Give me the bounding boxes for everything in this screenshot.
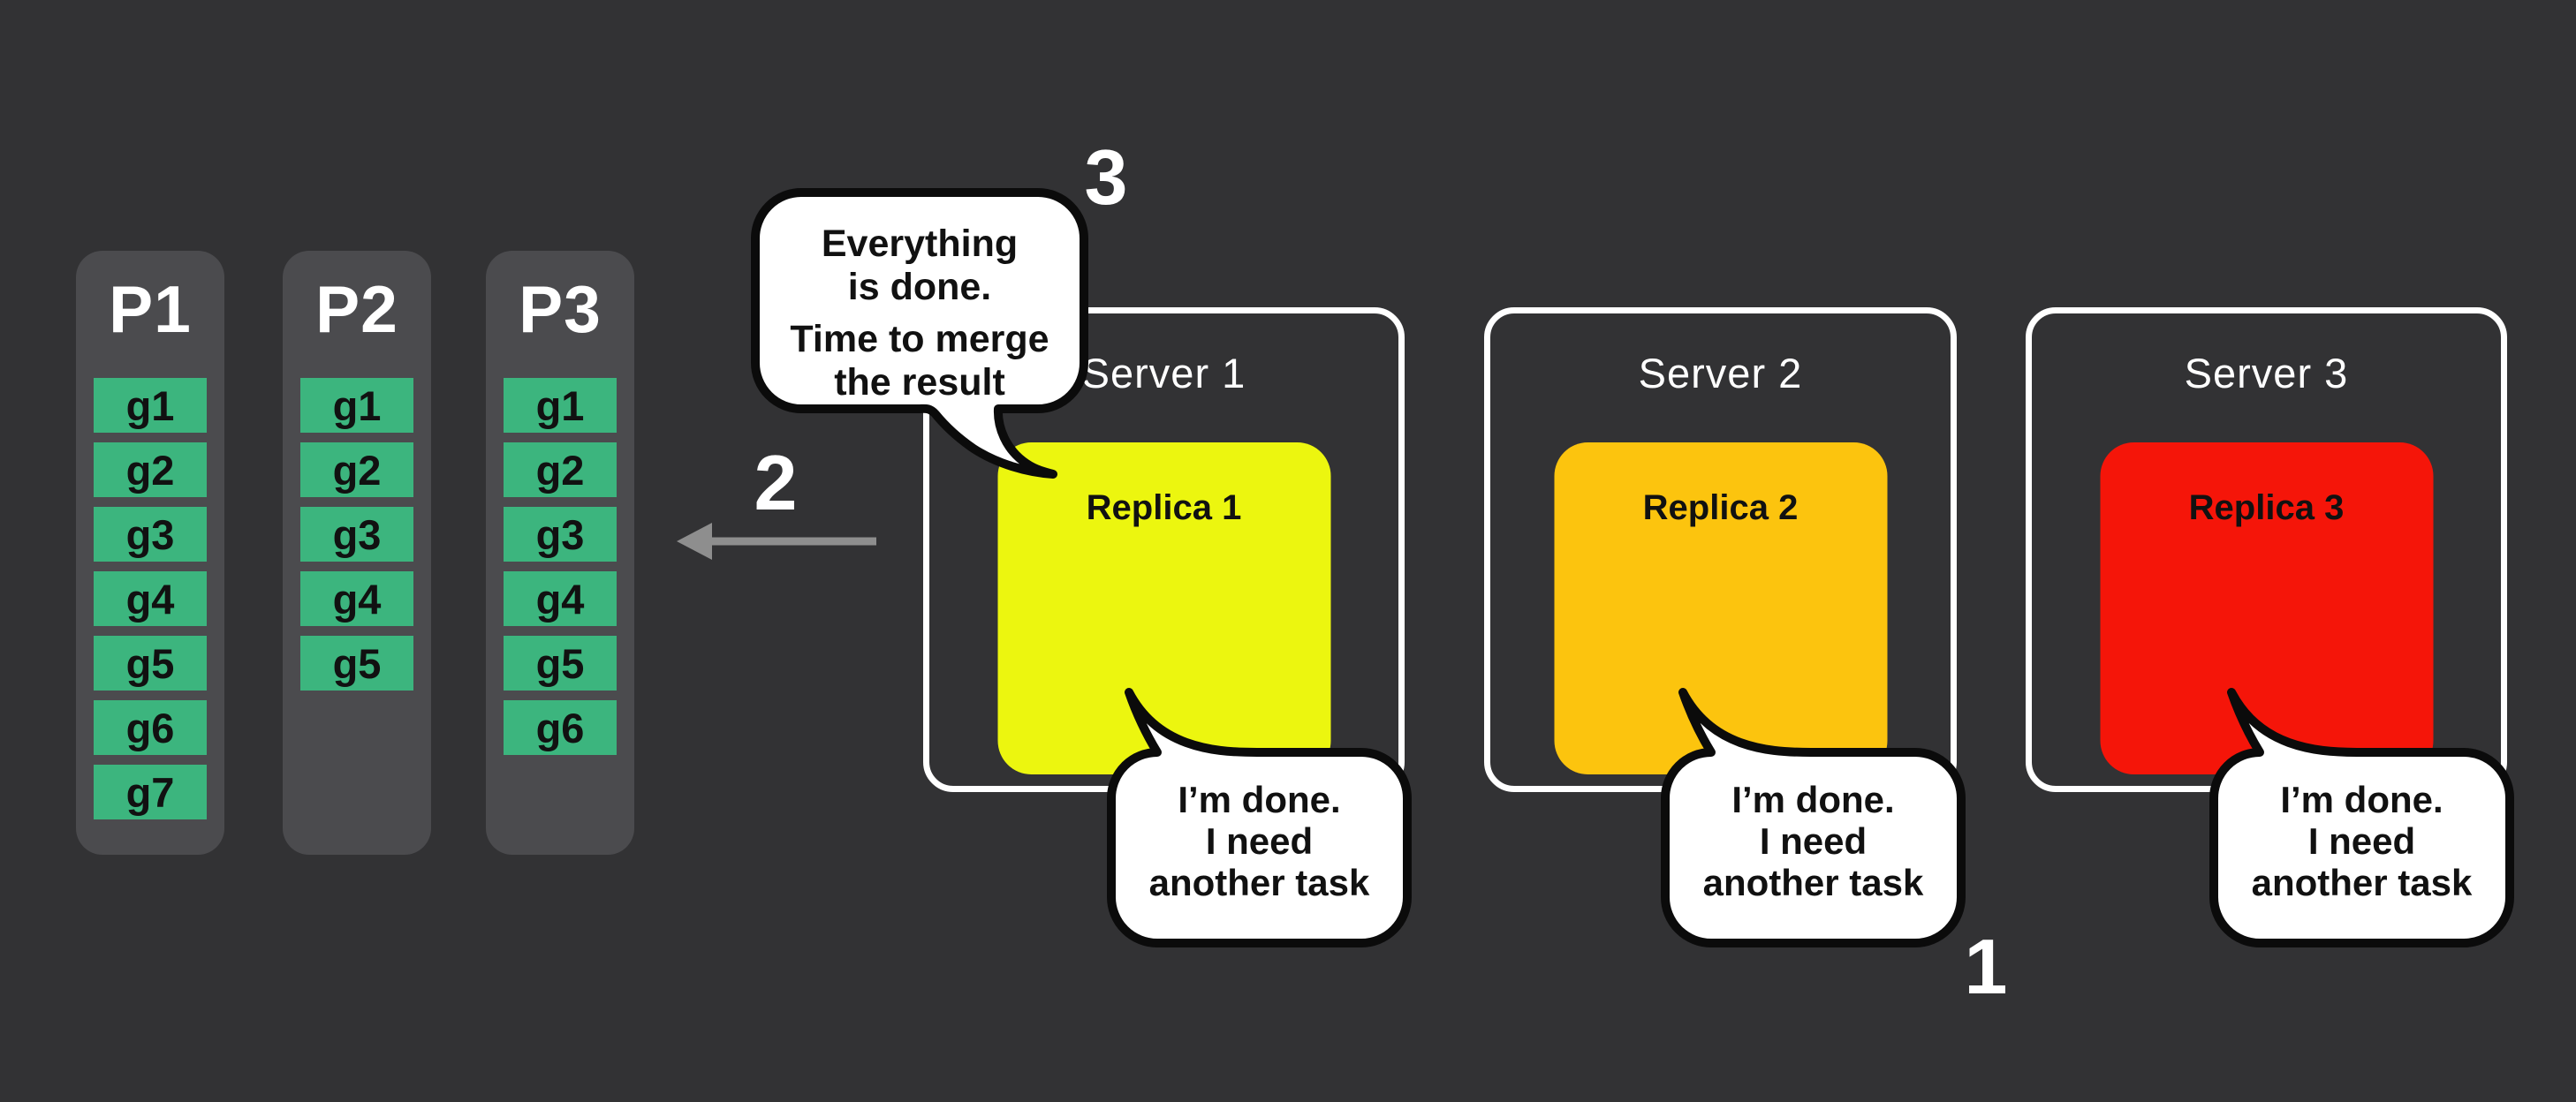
partition-title: P2 [315, 272, 398, 346]
task-block: g1 [504, 378, 617, 433]
merge-line-1: Everything [821, 223, 1019, 265]
merge-line-3: Time to merge [790, 318, 1049, 360]
task-block: g5 [504, 636, 617, 691]
replica-3: Replica 3 [2100, 442, 2433, 774]
done-line-3: another task [1702, 862, 1924, 903]
replica-label: Replica 1 [1086, 488, 1242, 527]
task-block: g2 [300, 442, 413, 497]
task-list: g1 g2 g3 g4 g5 [300, 378, 413, 691]
arrow-left-icon [677, 523, 876, 560]
partition-title: P3 [519, 272, 602, 346]
task-block: g6 [94, 700, 207, 755]
speech-bubble-done-3 [2209, 688, 2514, 947]
step-2-label: 2 [754, 439, 798, 526]
replica-1: Replica 1 [997, 442, 1330, 774]
task-block: g5 [94, 636, 207, 691]
done-line-2: I need [1759, 820, 1868, 862]
step-3-label: 3 [1084, 133, 1128, 221]
done-line-1: I’m done. [1731, 779, 1895, 820]
done-bubble-text-1: I’m done. I need another task [1111, 779, 1407, 903]
server-title: Server 3 [2184, 350, 2349, 396]
merge-line-2: is done. [847, 266, 992, 308]
done-line-1: I’m done. [2280, 779, 2443, 820]
task-list: g1 g2 g3 g4 g5 g6 [504, 378, 617, 755]
partition-column-p3: P3 g1 g2 g3 g4 g5 g6 [486, 251, 634, 855]
task-block: g7 [94, 765, 207, 819]
task-block: g5 [300, 636, 413, 691]
done-bubble-text-2: I’m done. I need another task [1665, 779, 1961, 903]
replica-label: Replica 3 [2188, 488, 2345, 527]
task-block: g6 [504, 700, 617, 755]
partition-column-p1: P1 g1 g2 g3 g4 g5 g6 g7 [76, 251, 224, 855]
step-1-label: 1 [1964, 923, 2008, 1010]
task-block: g3 [94, 507, 207, 562]
replica-2: Replica 2 [1554, 442, 1887, 774]
done-bubble-text-3: I’m done. I need another task [2214, 779, 2510, 903]
speech-bubble-done-1 [1107, 688, 1412, 947]
speech-bubble-done-2 [1661, 688, 1966, 947]
done-line-2: I need [1205, 820, 1314, 862]
task-list: g1 g2 g3 g4 g5 g6 g7 [94, 378, 207, 819]
merge-line-4: the result [834, 361, 1005, 404]
task-block: g1 [300, 378, 413, 433]
replica-label: Replica 2 [1642, 488, 1799, 527]
done-line-3: another task [2251, 862, 2473, 903]
task-block: g4 [94, 571, 207, 626]
task-block: g3 [504, 507, 617, 562]
partition-title: P1 [109, 272, 192, 346]
partition-column-p2: P2 g1 g2 g3 g4 g5 [283, 251, 431, 855]
done-line-3: another task [1148, 862, 1370, 903]
done-line-2: I need [2307, 820, 2416, 862]
merge-bubble-text: Everything is done. Time to merge the re… [755, 223, 1084, 404]
server-1-box: Server 1 Replica 1 [923, 307, 1405, 792]
task-block: g4 [300, 571, 413, 626]
task-block: g2 [504, 442, 617, 497]
task-block: g3 [300, 507, 413, 562]
server-2-box: Server 2 Replica 2 [1484, 307, 1957, 792]
server-title: Server 1 [1081, 350, 1246, 396]
done-line-1: I’m done. [1178, 779, 1341, 820]
task-block: g2 [94, 442, 207, 497]
server-3-box: Server 3 Replica 3 [2026, 307, 2507, 792]
speech-bubble-merge [751, 188, 1088, 479]
server-title: Server 2 [1638, 350, 1803, 396]
task-block: g4 [504, 571, 617, 626]
task-block: g1 [94, 378, 207, 433]
